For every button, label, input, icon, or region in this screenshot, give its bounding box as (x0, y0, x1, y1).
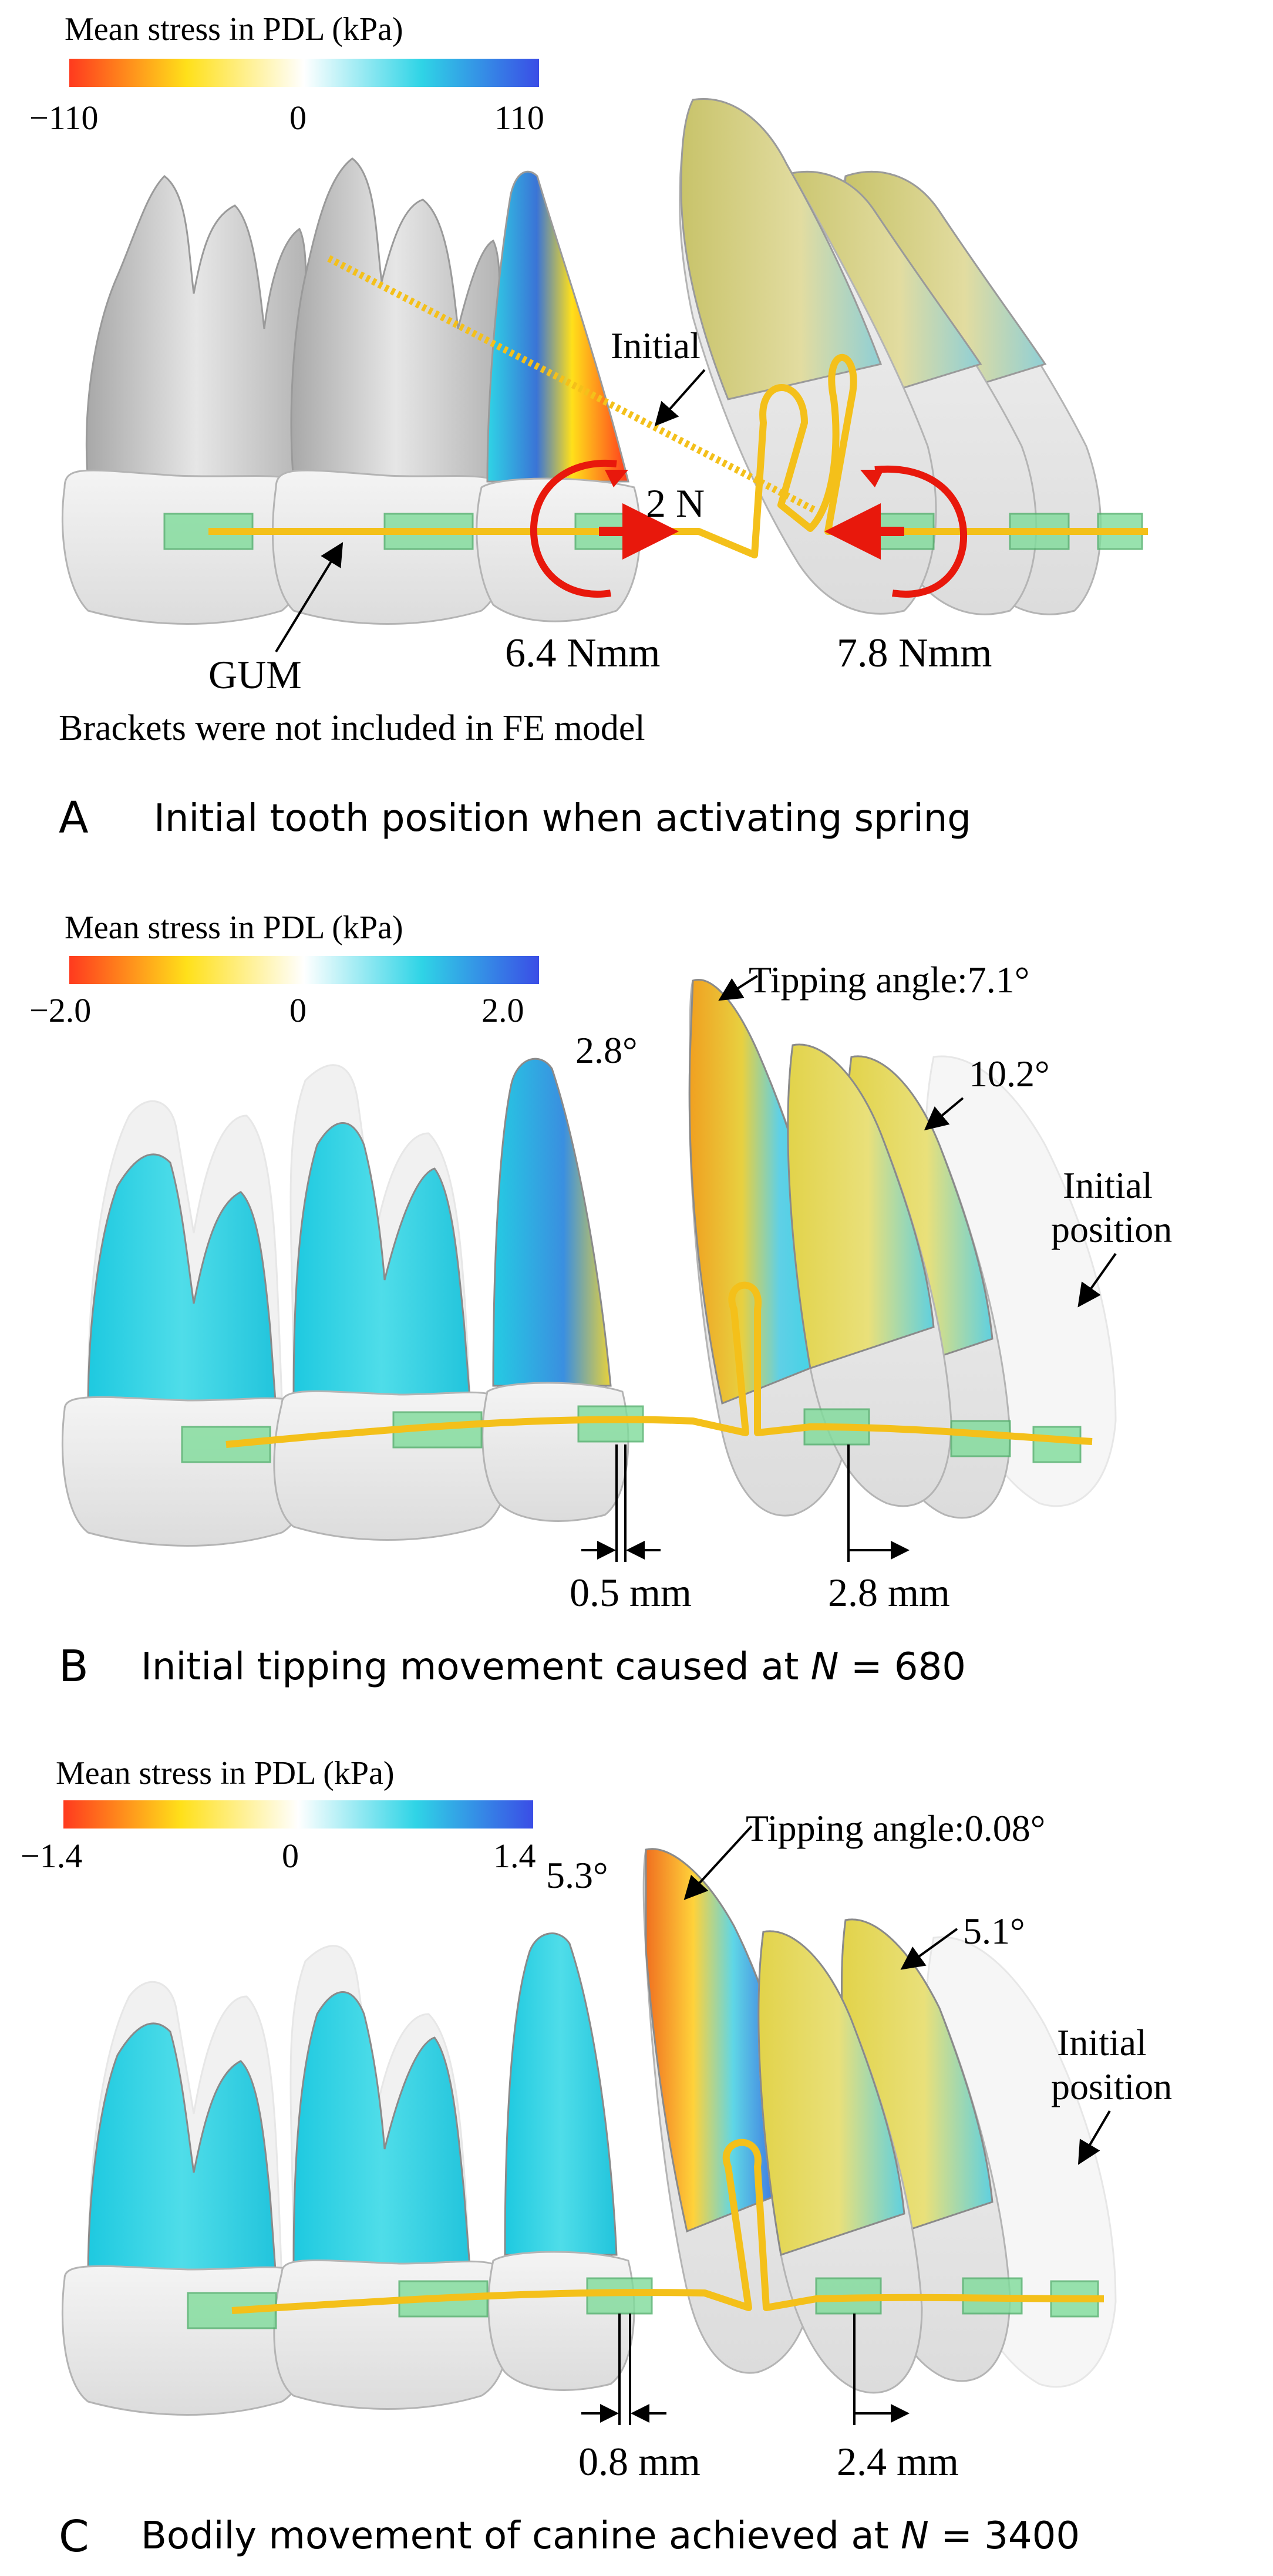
panel-c-caption: Bodily movement of canine achieved at N … (141, 2514, 1080, 2558)
anterior-teeth (757, 1918, 1011, 2394)
colorbar-max-label: 110 (494, 99, 544, 137)
panel-a-letter: A (59, 793, 89, 843)
colorbar-gradient (69, 59, 539, 87)
label-moment-right: 7.8 Nmm (837, 631, 992, 676)
label-initial-line2: position (1051, 2066, 1172, 2107)
label-initial-line2: position (1051, 1208, 1172, 1250)
label-tipping-angle: Tipping angle:7.1° (749, 959, 1029, 1001)
molar-tooth-2 (273, 1991, 512, 2410)
label-disp-right: 2.8 mm (828, 1570, 950, 1615)
molar-tooth-1 (61, 1153, 312, 1547)
colorbar-a: Mean stress in PDL (kPa) −110 0 110 (29, 11, 544, 137)
archwire-a (208, 353, 1148, 558)
premolar-tooth (481, 1058, 629, 1522)
moment-arc-right (874, 465, 968, 598)
label-initial-line1: Initial (1057, 2022, 1147, 2063)
premolar-tooth (476, 170, 641, 622)
colorbar-mid-label: 0 (289, 991, 307, 1029)
colorbar-title: Mean stress in PDL (kPa) (56, 1755, 395, 1792)
premolar-tooth (487, 1932, 635, 2391)
archwire-c (231, 2139, 1104, 2314)
anterior-teeth (679, 98, 1102, 615)
label-moment-left: 6.4 Nmm (505, 631, 660, 676)
label-disp-right: 2.4 mm (837, 2439, 959, 2484)
label-tipping-angle: Tipping angle:0.08° (746, 1807, 1045, 1849)
panel-c: Mean stress in PDL (kPa) −1.4 0 1.4 (21, 1755, 1172, 2562)
colorbar-title: Mean stress in PDL (kPa) (65, 910, 403, 946)
colorbar-min-label: −110 (29, 99, 99, 137)
panel-a: Mean stress in PDL (kPa) −110 0 110 (29, 11, 1148, 843)
colorbar-min-label: −1.4 (21, 1837, 82, 1875)
archwire-b (225, 1281, 1093, 1448)
panel-b-letter: B (59, 1641, 89, 1692)
label-gum: GUM (208, 652, 302, 697)
anterior-teeth (787, 1043, 1011, 1519)
label-angle-anterior: 10.2° (969, 1053, 1050, 1095)
colorbar-title: Mean stress in PDL (kPa) (65, 11, 403, 48)
colorbar-max-label: 1.4 (493, 1837, 536, 1875)
panel-a-caption: Initial tooth position when activating s… (154, 797, 971, 840)
label-initial: Initial (611, 325, 701, 366)
colorbar-b: Mean stress in PDL (kPa) −2.0 0 2.0 (29, 910, 539, 1029)
label-disp-left: 0.5 mm (570, 1570, 692, 1615)
colorbar-mid-label: 0 (282, 1837, 299, 1875)
label-angle-premolar: 5.3° (546, 1854, 608, 1896)
label-angle-anterior: 5.1° (963, 1910, 1025, 1952)
label-fe-note: Brackets were not included in FE model (59, 708, 645, 748)
label-force: 2 N (646, 481, 705, 526)
colorbar-gradient (69, 956, 539, 984)
label-angle-premolar: 2.8° (575, 1029, 638, 1071)
panel-b: Mean stress in PDL (kPa) −2.0 0 2.0 (29, 910, 1172, 1692)
colorbar-min-label: −2.0 (29, 991, 91, 1029)
panel-b-caption: Initial tipping movement caused at N = 6… (141, 1645, 966, 1689)
colorbar-gradient (63, 1800, 533, 1829)
molar-tooth-2 (271, 157, 512, 625)
colorbar-c: Mean stress in PDL (kPa) −1.4 0 1.4 (21, 1755, 536, 1875)
panel-c-letter: C (59, 2511, 89, 2562)
moment-arc-left (530, 459, 617, 598)
displacement-dims-c (581, 2314, 910, 2425)
molar-tooth-1 (61, 175, 312, 625)
displacement-dims-b (581, 1444, 910, 1562)
colorbar-max-label: 2.0 (481, 991, 524, 1029)
label-initial-line1: Initial (1063, 1164, 1153, 1206)
colorbar-mid-label: 0 (289, 99, 307, 137)
label-disp-left: 0.8 mm (578, 2439, 701, 2484)
